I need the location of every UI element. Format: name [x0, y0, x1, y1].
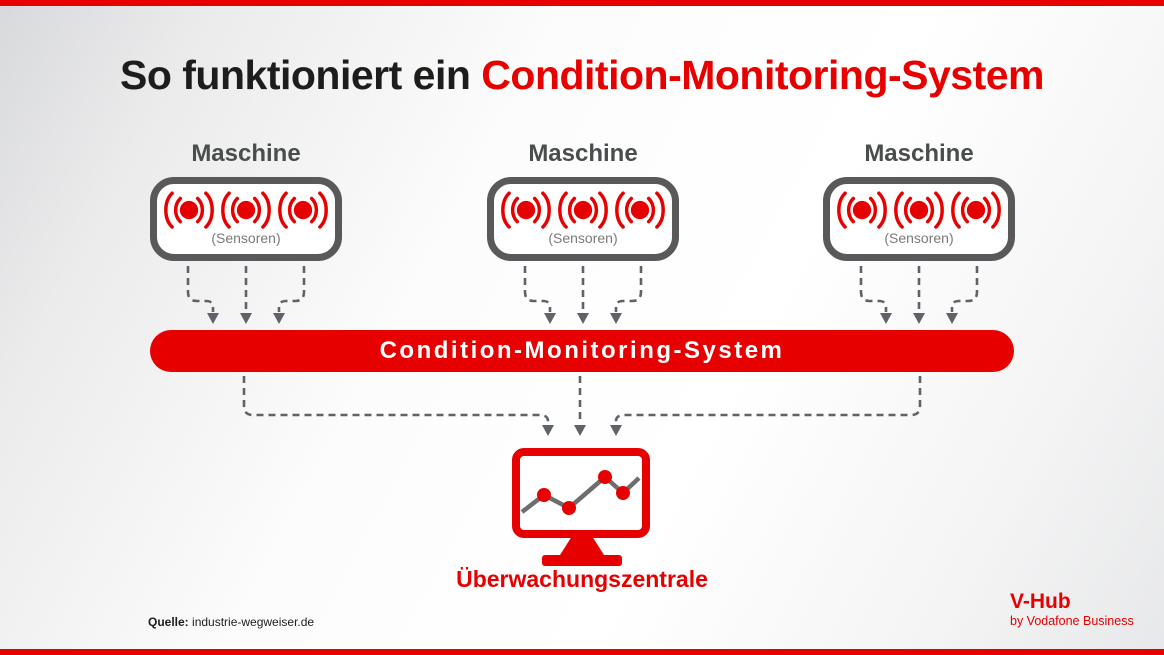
source-line: Quelle: industrie-wegweiser.de	[148, 615, 314, 629]
page-title: So funktioniert ein Condition-Monitoring…	[0, 52, 1164, 99]
machine-label: Maschine	[864, 140, 974, 167]
brand-tagline: by Vodafone Business	[1010, 614, 1134, 628]
machine-group-1: Maschine (Sensoren)	[150, 140, 342, 261]
sensor-signal-icon	[837, 191, 887, 229]
top-accent-bar	[0, 0, 1164, 6]
sensor-row	[835, 190, 1003, 234]
sensor-signal-icon	[278, 191, 328, 229]
machine-label: Maschine	[528, 140, 638, 167]
machine-label: Maschine	[191, 140, 301, 167]
page-title-prefix: So funktioniert ein	[120, 52, 482, 98]
monitor-screen	[512, 448, 650, 538]
machine-box: (Sensoren)	[823, 177, 1015, 261]
machine-group-2: Maschine (Sensoren)	[487, 140, 679, 261]
sensor-signal-icon	[615, 191, 665, 229]
monitor-stand	[560, 537, 604, 555]
sensoren-label: (Sensoren)	[884, 230, 954, 246]
monitoring-center-monitor-icon	[512, 448, 652, 566]
sensor-signal-icon	[221, 191, 271, 229]
source-label: Quelle:	[148, 615, 189, 629]
machine1-to-system-arrows	[186, 266, 306, 324]
machine-box: (Sensoren)	[150, 177, 342, 261]
bottom-accent-bar	[0, 649, 1164, 655]
source-value: industrie-wegweiser.de	[188, 615, 315, 629]
sensor-signal-icon	[501, 191, 551, 229]
machine2-to-system-arrows	[523, 266, 643, 324]
sensoren-label: (Sensoren)	[211, 230, 281, 246]
monitor-base	[542, 555, 622, 566]
sensoren-label: (Sensoren)	[548, 230, 618, 246]
monitoring-center-label: Überwachungszentrale	[456, 566, 708, 592]
sensor-signal-icon	[951, 191, 1001, 229]
system-to-center-arrows	[242, 376, 922, 436]
condition-monitoring-system-bar: Condition-Monitoring-System	[150, 330, 1014, 372]
sensor-signal-icon	[164, 191, 214, 229]
system-bar-label: Condition-Monitoring-System	[379, 337, 785, 364]
sensor-row	[162, 190, 330, 234]
machine3-to-system-arrows	[859, 266, 979, 324]
brand-block: V-Hub by Vodafone Business	[1010, 590, 1134, 629]
vhub-logo: V-Hub	[1010, 590, 1071, 613]
sensor-row	[499, 190, 667, 234]
sensor-signal-icon	[894, 191, 944, 229]
machine-group-3: Maschine (Sensoren)	[823, 140, 1015, 261]
page-title-highlight: Condition-Monitoring-System	[481, 52, 1044, 98]
sensor-signal-icon	[558, 191, 608, 229]
line-chart-icon	[520, 470, 641, 515]
machine-box: (Sensoren)	[487, 177, 679, 261]
